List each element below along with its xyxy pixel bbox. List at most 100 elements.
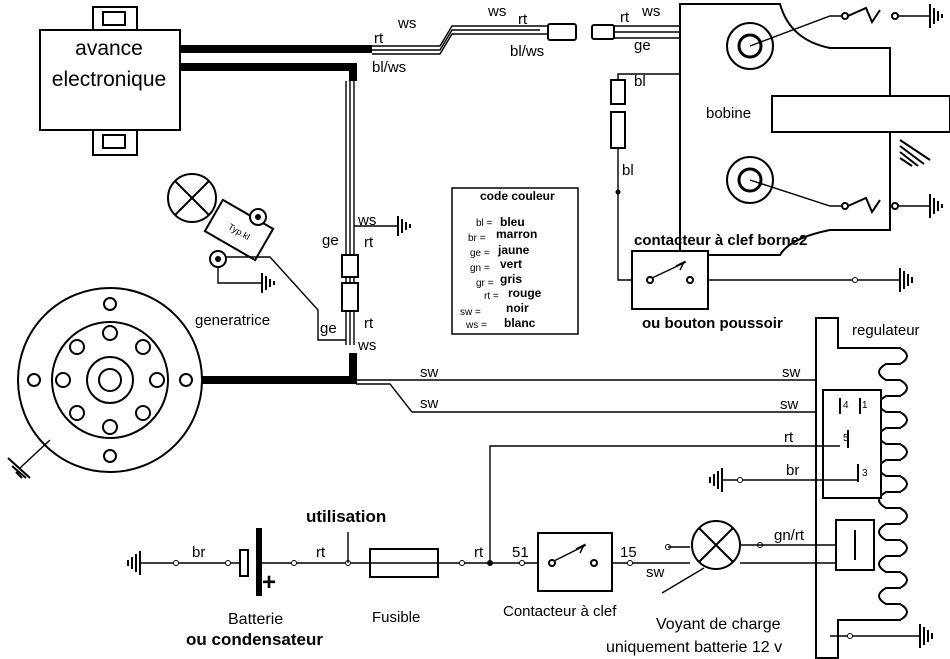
wire-label-sw-a: sw [420, 364, 439, 381]
reg-terminal-3: 3 [862, 468, 868, 479]
generatrice-lamp [167, 173, 217, 223]
wire-label-sw-e: sw [646, 564, 665, 581]
wire-label-rt-g: rt [316, 544, 326, 561]
fuse-label: Fusible [372, 609, 420, 626]
legend-name: gris [500, 272, 522, 286]
contacteur-borne2-switch[interactable] [631, 250, 709, 310]
legend-name: vert [500, 257, 522, 271]
contacteur-clef-switch[interactable] [537, 532, 613, 592]
ground-symbol-regulateur [919, 624, 933, 648]
generatrice-coil: Typ.kl [203, 198, 275, 268]
wire-label-ws-b: ws [487, 3, 506, 20]
wire-label-blws-b: bl/ws [510, 43, 544, 60]
wire-label-ge-a: ge [634, 37, 651, 54]
battery-label-line1: Batterie [228, 611, 283, 628]
regulateur: 4 1 5 3 [815, 317, 908, 659]
connector-plug-upper [547, 23, 577, 41]
legend-code: ge = [470, 248, 490, 259]
wire-label-blws-a: bl/ws [372, 59, 406, 76]
wire-label-rt-d: rt [364, 234, 374, 251]
contacteur-borne2-label: contacteur à clef borne2 [634, 232, 807, 249]
reg-terminal-5: 5 [843, 433, 849, 444]
wire-label-bl-b: bl [622, 162, 634, 179]
wire-bl [617, 73, 680, 80]
legend-name: jaune [497, 243, 530, 257]
regulateur-connector-block [822, 389, 882, 499]
voyant-charge-lamp [691, 520, 741, 570]
connector-bl-bottom [610, 111, 626, 149]
regulateur-label: regulateur [852, 322, 920, 339]
harness-upper: rt ws bl/ws ws rt bl/ws rt ws ge [372, 3, 680, 76]
wire-label-br-a: br [786, 462, 799, 479]
flywheel-alternator [7, 287, 203, 479]
legend-name: blanc [504, 316, 536, 330]
thick-cable-lower [180, 63, 357, 81]
legend-title: code couleur [480, 189, 555, 203]
battery-plus: + [262, 569, 276, 596]
connector-vertical-bottom [341, 282, 359, 312]
connector-socket-upper [591, 24, 615, 40]
wire-label-rt-c: rt [620, 9, 630, 26]
thick-cable-flywheel [202, 353, 357, 384]
wire-label-br-b: br [192, 544, 205, 561]
reg-terminal-1: 1 [862, 400, 868, 411]
legend-code: gn = [470, 263, 490, 274]
ground-symbol-borne2 [899, 268, 913, 292]
regulateur-terminal-block [835, 519, 875, 571]
wire-label-ge-c: ge [320, 320, 337, 337]
battery-label-line2: ou condensateur [186, 630, 323, 649]
wire-rt-regulateur [489, 445, 840, 563]
legend-code: sw = [460, 307, 481, 318]
legend-code: gr = [476, 278, 494, 289]
connector-vertical-top [341, 254, 359, 278]
terminal-51: 51 [512, 544, 529, 561]
legend-code: ws = [465, 320, 487, 331]
wire-label-sw-b: sw [420, 395, 439, 412]
harness-vertical: ws ge rt ge rt ws [320, 81, 398, 354]
spark-plug-lower [841, 194, 943, 218]
wire-label-rt-h: rt [474, 544, 484, 561]
ground-symbol-bobine [899, 139, 931, 167]
bouton-poussoir-label: ou bouton poussoir [642, 315, 783, 332]
wire-label-rt-e: rt [364, 315, 374, 332]
wire-label-ws-e: ws [357, 337, 376, 354]
voyant-label-line1: Voyant de charge [656, 616, 781, 633]
contacteur-clef-label: Contacteur à clef [503, 603, 617, 620]
wire-label-sw-d: sw [780, 396, 799, 413]
avance-electronique-box: avance electronique [39, 6, 181, 156]
generatrice-label: generatrice [195, 312, 270, 329]
wire-generatrice-to-harness [226, 256, 346, 341]
wire-label-gnrt: gn/rt [774, 527, 805, 544]
ground-symbol-1 [397, 216, 411, 236]
wire-sw-1 [353, 379, 852, 395]
fuse [369, 548, 439, 578]
terminal-15: 15 [620, 544, 637, 561]
ground-symbol-battery [127, 551, 141, 575]
connector-bl-top [610, 79, 626, 105]
bobine-label: bobine [706, 105, 751, 122]
avance-label-line1: avance [75, 37, 143, 60]
avance-label-line2: electronique [52, 68, 166, 91]
wire-label-ws-c: ws [641, 3, 660, 20]
legend-name: rouge [508, 286, 542, 300]
spark-plug-upper [841, 4, 943, 28]
wire-label-ws-d: ws [357, 212, 376, 229]
legend-code: rt = [484, 291, 499, 302]
wire-label-rt-a: rt [374, 30, 384, 47]
wire-label-ge-b: ge [322, 232, 339, 249]
legend-name: noir [506, 301, 529, 315]
wire-label-rt-b: rt [518, 11, 528, 28]
ground-symbol-br [709, 468, 723, 492]
bobine: bobine [679, 3, 950, 256]
wire-label-ws-a: ws [397, 15, 416, 32]
legend-name: marron [496, 227, 537, 241]
legend-code: bl = [476, 218, 493, 229]
utilisation-label: utilisation [306, 507, 386, 526]
wire-coil-ground [217, 267, 262, 284]
legend-code: br = [468, 233, 486, 244]
wire-label-rt-f: rt [784, 429, 794, 446]
wire-sw-2 [356, 383, 840, 413]
wire-label-sw-c: sw [782, 364, 801, 381]
legend-name: bleu [500, 215, 525, 229]
voyant-label-line2: uniquement batterie 12 v [606, 639, 782, 656]
